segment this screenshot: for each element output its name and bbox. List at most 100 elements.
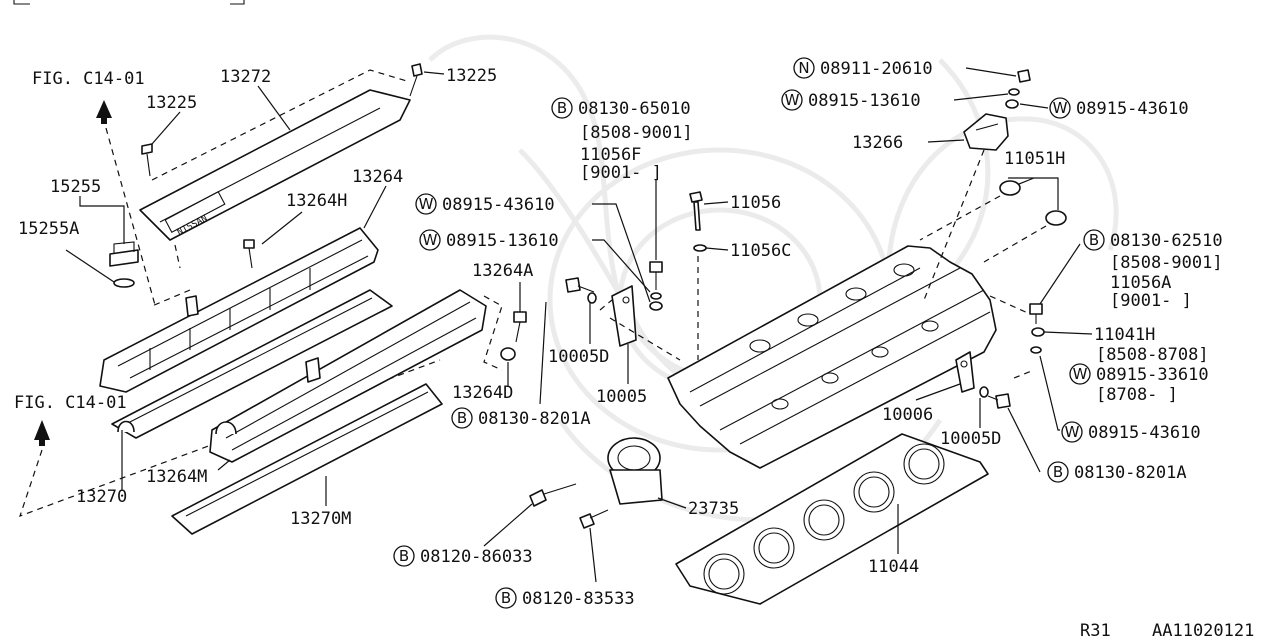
leader-08915-43610-mid [592,203,651,303]
plug-11051H-b[interactable] [1045,210,1067,226]
oil-filler-cap-15255[interactable] [109,241,139,267]
callout-08130-62510[interactable]: B 08130-62510 [8508-9001] 11056A [9001- … [1083,229,1223,311]
callout-08130-65010[interactable]: B 08130-65010 [8508-9001] 11056F [9001- … [551,97,693,183]
callout-08911-20610[interactable]: N 08911-20610 [793,57,933,79]
fig-ref-top[interactable]: FIG. C14-01 [32,69,156,306]
footer-code: AA11020121 [1152,621,1254,638]
callout-08915-13610-top[interactable]: W 08915-13610 [781,89,921,111]
leader-08911-20610 [965,67,1017,77]
callout-08130-8201A-right[interactable]: B 08130-8201A [1047,461,1187,483]
header-bracket-fragment [13,0,245,5]
code-08120-83533: 08120-83533 [522,589,635,609]
code-08915-43610-mid: 08915-43610 [442,195,555,215]
leader-08120-83533 [589,527,597,583]
rocker-cover-gasket-13270M[interactable] [171,383,443,535]
bolt-13225-top[interactable] [409,63,423,97]
rocker-cover-13264M[interactable] [209,289,487,463]
part-label-13270M: 13270M [290,509,351,529]
washer-10005D-left[interactable] [587,292,597,304]
part-label-11041H: 11041H [1094,325,1155,345]
cover-stud-dash [151,289,191,307]
bolt-13264H[interactable] [243,239,255,269]
badge-letter: B [501,589,511,607]
part-label-10005: 10005 [596,387,647,407]
bolt-08120-83533[interactable] [579,509,609,529]
bracket-13264A [483,295,503,371]
washer-08915-33610[interactable] [1030,346,1042,354]
range-9001-a: [9001- ] [580,163,662,183]
bolt-13264A[interactable] [513,311,527,343]
engine-slinger-10006[interactable] [955,351,975,393]
n-badge-icon [793,57,815,79]
washer-08915-13610-mid[interactable] [650,292,662,300]
leader-10006 [915,383,961,401]
callout-08130-8201A-left[interactable]: B 08130-8201A [451,407,591,429]
bolt-08130-65010[interactable] [649,261,663,290]
code-08120-86033: 08120-86033 [420,547,533,567]
fig-ref-bottom-label: FIG. C14-01 [14,393,127,413]
part-label-10005D-right: 10005D [940,429,1001,449]
washer-11041H[interactable] [1031,327,1045,337]
range-8508-8708: [8508-8708] [1096,345,1209,365]
b-badge-icon [1083,229,1105,251]
bolt-13225-left[interactable] [141,143,153,177]
callout-08120-86033[interactable]: B 08120-86033 [393,545,533,567]
part-label-10006: 10006 [882,405,933,425]
code-08915-13610-top: 08915-13610 [808,91,921,111]
w-badge-icon [1049,97,1071,119]
washer-10005D-right[interactable] [979,386,989,398]
badge-letter: B [557,99,567,117]
dash-11051H [919,195,1047,263]
footer-model: R31 [1080,621,1111,638]
callout-08915-33610[interactable]: W 08915-33610 [8708- ] [1069,363,1209,405]
code-08915-43610-low: 08915-43610 [1088,423,1201,443]
nut-08911-20610[interactable] [1017,69,1031,83]
washer-08915-43610-top[interactable] [1005,99,1019,109]
w-badge-icon [415,193,437,215]
washer-08915-43610-mid[interactable] [649,301,663,311]
leader-08915-13610-top [953,93,1009,101]
b-badge-icon [393,545,415,567]
oil-cap-gasket-15255A[interactable] [113,278,135,288]
bolt-08130-8201A-right[interactable] [987,393,1011,409]
engine-slinger-bracket-10005[interactable] [611,285,637,347]
part-label-13264: 13264 [352,167,403,187]
cylinder-head[interactable] [667,245,997,469]
range-8508-9001-a: [8508-9001] [580,123,693,143]
leader-08130-8201A-right [1007,407,1041,473]
bolt-08130-8201A-left[interactable] [565,277,595,293]
rocker-cover-finisher-13272[interactable]: NISSAN [139,69,411,269]
code-08130-65010: 08130-65010 [578,99,691,119]
cylinder-head-gasket-11044[interactable] [675,433,989,605]
cover-stud-m [305,357,321,383]
callout-08915-13610-mid[interactable]: W 08915-13610 [419,229,559,251]
badge-letter: W [785,91,800,109]
fig-ref-bottom[interactable]: FIG. C14-01 [14,359,441,517]
part-label-11056A: 11056A [1110,273,1171,293]
callout-08915-43610-low[interactable]: W 08915-43610 [1061,421,1201,443]
water-outlet-pipe-11056[interactable] [689,191,703,231]
gasket-11056C[interactable] [693,244,707,252]
crank-angle-sensor-housing-23735[interactable] [607,437,663,505]
callout-08120-83533[interactable]: B 08120-83533 [495,587,635,609]
part-label-11056: 11056 [730,193,781,213]
bolt-08120-86033[interactable] [529,483,577,507]
leader-08915-13610-mid [592,239,651,293]
bolt-08130-62510[interactable] [1029,303,1043,324]
plug-11051H-a[interactable] [999,180,1021,196]
part-label-13272: 13272 [220,67,271,87]
part-label-15255A: 15255A [18,219,79,239]
washer-08915-13610-top[interactable] [1008,88,1020,96]
w-badge-icon [1061,421,1083,443]
bracket-13266[interactable] [963,113,1009,151]
rocker-cover-13264[interactable] [99,227,379,393]
leader-13225-top [423,71,445,75]
rocker-cover-gasket-13270[interactable] [111,289,393,439]
leader-15255 [79,196,125,244]
grommet-13264D[interactable] [500,347,516,361]
w-badge-icon [419,229,441,251]
callout-08915-43610-mid[interactable]: W 08915-43610 [415,193,555,215]
leader-13264M [217,459,231,471]
callout-08915-43610-top[interactable]: W 08915-43610 [1049,97,1189,119]
part-label-11044: 11044 [868,557,919,577]
